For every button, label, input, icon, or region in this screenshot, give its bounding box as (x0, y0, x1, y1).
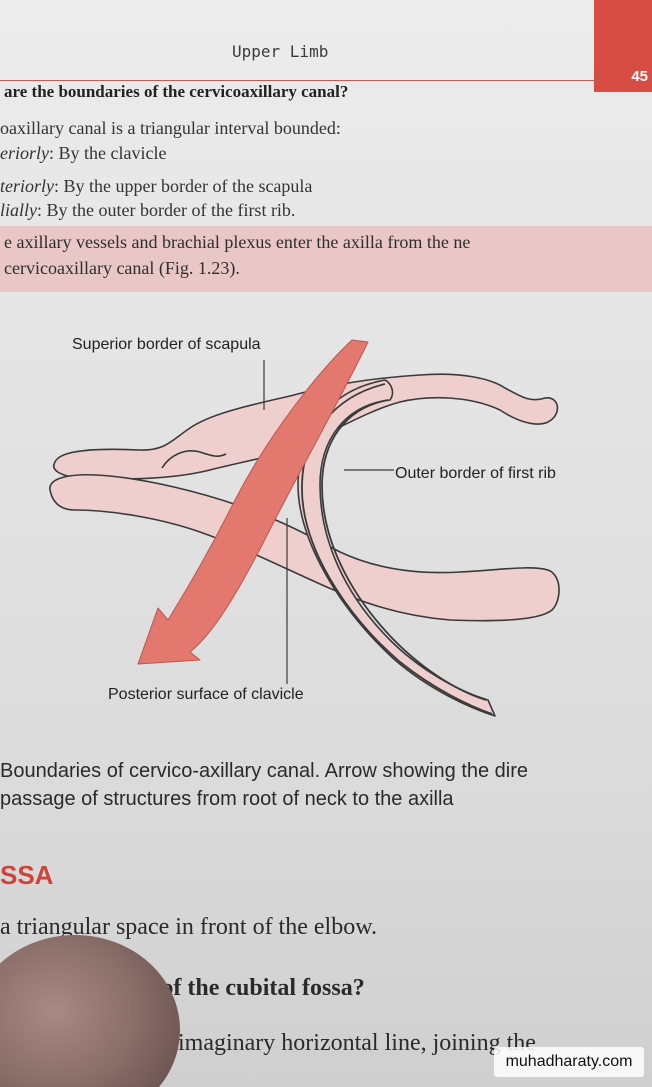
definition-posterior: teriorly: By the upper border of the sca… (0, 176, 312, 197)
scapula-notch (161, 450, 227, 469)
label-outer-border-first-rib: Outer border of first rib (395, 465, 556, 482)
posterior-term: teriorly (0, 176, 54, 196)
medial-term: lially (0, 200, 37, 220)
section-heading: SSA (0, 860, 54, 890)
question-heading: are the boundaries of the cervicoaxillar… (4, 82, 349, 101)
highlight-line-2: cervicoaxillary canal (Fig. 1.23). (4, 258, 240, 278)
label-posterior-surface-clavicle: Posterior surface of clavicle (108, 686, 304, 703)
anterior-term: eriorly (0, 143, 49, 163)
first-rib-inner-border (321, 399, 487, 701)
boundary-description: imaginary horizontal line, joining the (178, 1030, 536, 1056)
header-rule (0, 80, 600, 81)
page-number: 45 (631, 68, 648, 85)
anterior-text: : By the clavicle (49, 143, 167, 163)
highlight-box (0, 226, 652, 292)
posterior-text: : By the upper border of the scapula (54, 176, 313, 196)
label-superior-border-scapula: Superior border of scapula (72, 336, 261, 353)
figure-caption-line-1: Boundaries of cervico-axillary canal. Ar… (0, 760, 529, 782)
figure-caption-line-2: passage of structures from root of neck … (0, 788, 454, 810)
definition-intro: oaxillary canal is a triangular interval… (0, 118, 341, 138)
highlight-line-1: e axillary vessels and brachial plexus e… (4, 232, 471, 252)
definition-medial: lially: By the outer border of the first… (0, 200, 295, 221)
direction-arrow (137, 339, 369, 665)
first-rib-shape (297, 379, 496, 717)
watermark: muhadharaty.com (494, 1047, 644, 1077)
running-head: Upper Limb (232, 42, 329, 61)
clavicle-shape (49, 473, 560, 622)
definition-anterior: eriorly: By the clavicle (0, 143, 166, 164)
medial-text: : By the outer border of the first rib. (37, 200, 296, 220)
page-corner-tab (594, 0, 652, 92)
